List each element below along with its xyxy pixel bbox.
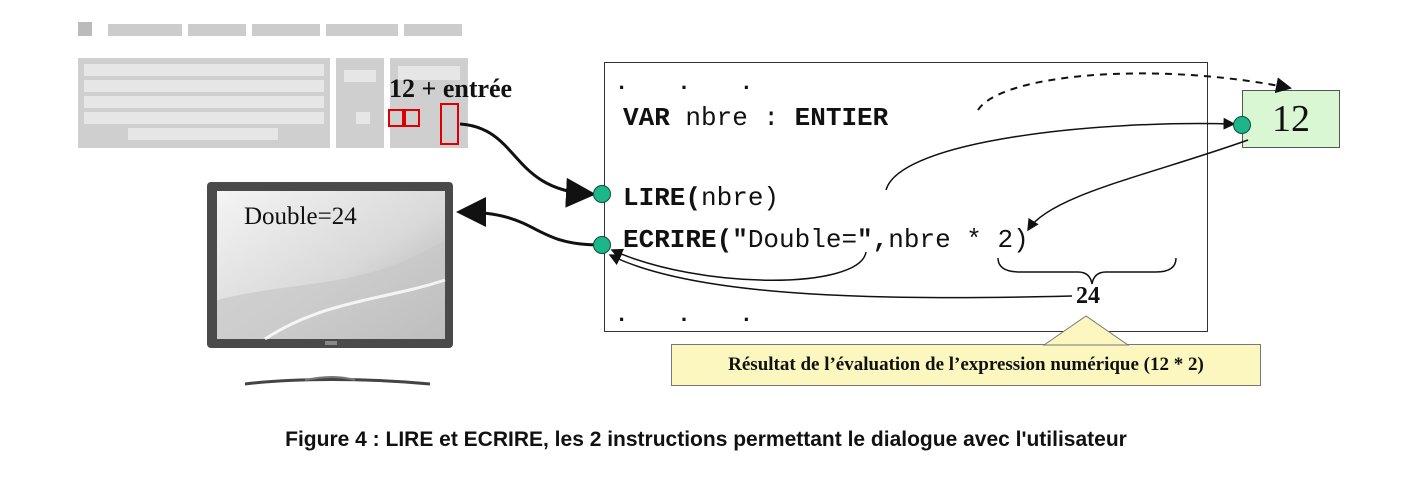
result-arrow — [608, 254, 1073, 299]
type-keyword: ENTIER — [794, 103, 889, 133]
ecrire-statement: ECRIRE("Double=",nbre * 2) — [623, 225, 1029, 255]
result-value: 24 — [1076, 283, 1100, 309]
ecrire-expression: nbre * 2) — [888, 225, 1029, 255]
ellipsis-top: . . . — [615, 71, 772, 96]
variable-memory-box: 12 — [1242, 90, 1340, 148]
ecrire-connection-dot — [593, 236, 611, 254]
string-arrow — [610, 248, 867, 281]
store-arrow — [885, 117, 1236, 191]
lire-connection-dot — [593, 185, 611, 203]
ellipsis-bottom: . . . — [615, 303, 772, 328]
var-identifier: nbre : — [669, 103, 795, 133]
var-declaration: VAR nbre : ENTIER — [623, 103, 888, 133]
code-block: . . . VAR nbre : ENTIER LIRE(nbre) ECRIR… — [604, 62, 1208, 332]
key-1 — [388, 109, 404, 127]
ecrire-keyword: ECRIRE(" — [623, 225, 748, 255]
screen-output: Double=24 — [244, 203, 357, 230]
ecrire-string: Double= — [747, 225, 858, 255]
ecrire-separator: ", — [857, 225, 889, 255]
key-2 — [404, 109, 420, 127]
lire-keyword: LIRE( — [623, 183, 702, 213]
callout-pointer — [1042, 315, 1130, 346]
read-arrow — [1027, 139, 1249, 232]
result-callout: Résultat de l’évaluation de l’expression… — [671, 344, 1261, 386]
var-keyword: VAR — [623, 103, 670, 133]
memory-connection-dot — [1233, 116, 1251, 134]
keyboard-input-label: 12 + entrée — [389, 74, 513, 103]
keyboard-illustration — [78, 22, 468, 148]
input-arrow — [459, 122, 596, 208]
lire-statement: LIRE(nbre) — [623, 183, 779, 213]
expression-brace — [997, 257, 1177, 285]
enter-key — [440, 103, 459, 145]
declaration-arrow — [977, 72, 1292, 111]
figure-caption: Figure 4 : LIRE et ECRIRE, les 2 instruc… — [285, 428, 1127, 451]
output-arrow — [456, 197, 601, 247]
monitor-illustration — [207, 182, 453, 386]
lire-argument: nbre) — [701, 183, 780, 213]
